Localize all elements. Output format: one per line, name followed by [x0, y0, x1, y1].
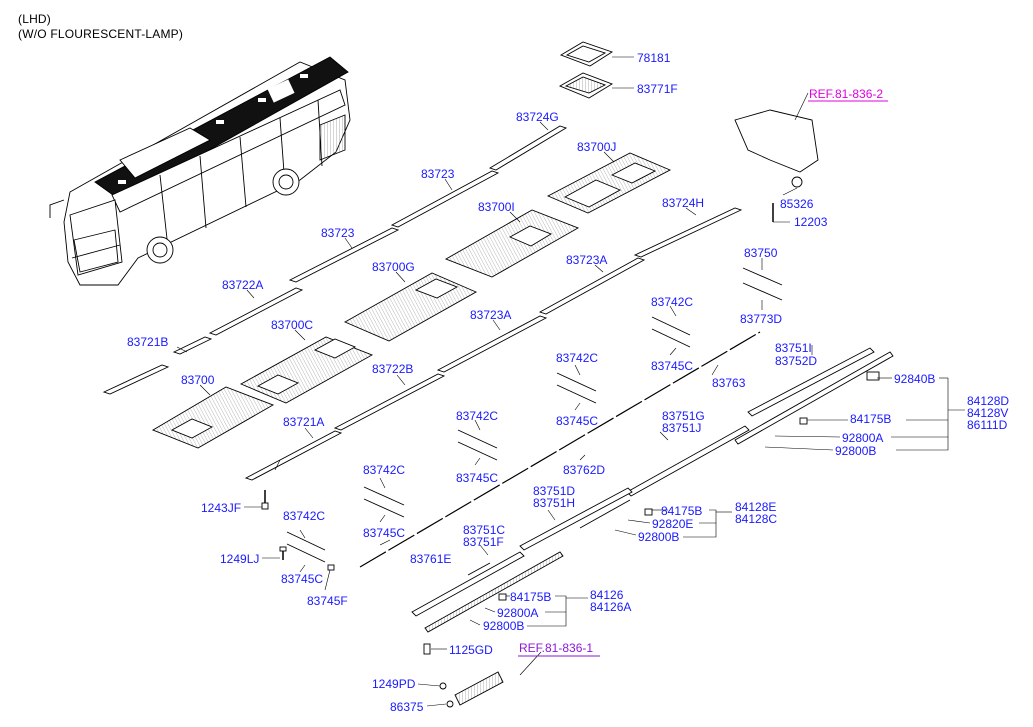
part-label: 83751H — [533, 496, 576, 510]
header-lhd: (LHD) — [18, 12, 51, 26]
part-label: 83724G — [516, 110, 559, 124]
part-label: 83722B — [372, 362, 414, 376]
part-label: 1125GD — [449, 643, 493, 657]
part-label: 83700I — [478, 200, 515, 214]
header-variant: (W/O FLOURESCENT-LAMP) — [18, 27, 184, 41]
part-label: 83742C — [363, 463, 406, 477]
part-label: 92800A — [842, 431, 884, 445]
part-label: 92840B — [894, 372, 936, 386]
part-label: 83721A — [283, 415, 325, 429]
part-label: 83745C — [281, 572, 324, 586]
part-label: 83751C — [463, 523, 506, 537]
part-label: 1249LJ — [220, 552, 260, 566]
part-label: 83745C — [651, 359, 694, 373]
part-label: 83723A — [566, 253, 608, 267]
part-label: 83724H — [662, 196, 705, 210]
part-label: 12203 — [794, 215, 828, 229]
part-label: 83721B — [127, 335, 169, 349]
part-label: 83751G — [662, 409, 705, 423]
part-label: 83762D — [563, 463, 606, 477]
part-label: 84175B — [850, 412, 892, 426]
part-label: 83750 — [744, 246, 778, 260]
part-label: 92800B — [638, 530, 680, 544]
part-label: 83742C — [556, 351, 599, 365]
part-label: 83742C — [456, 409, 499, 423]
part-label: 86111D — [967, 418, 1008, 432]
part-label: 83723 — [421, 167, 455, 181]
part-label: 92820E — [652, 517, 694, 531]
roof-panels — [102, 41, 743, 481]
ref-link-upper[interactable]: REF.81-836-2 — [809, 87, 884, 101]
part-label: 83745C — [556, 414, 599, 428]
part-label: 83771F — [637, 82, 678, 96]
part-label: 78181 — [637, 51, 671, 65]
part-label: 92800B — [483, 619, 525, 633]
part-label: 83742C — [283, 509, 326, 523]
part-label: 83773D — [740, 312, 783, 326]
part-label: 85326 — [780, 197, 814, 211]
part-label: 83751I — [775, 341, 812, 355]
side-strips — [261, 109, 894, 708]
part-label: 83751J — [662, 421, 702, 435]
part-label: 83700 — [181, 373, 215, 387]
part-label: 1243JF — [201, 501, 242, 515]
part-label: 84126A — [590, 600, 632, 614]
part-label: 84128D — [967, 394, 1010, 408]
part-label: 83745C — [456, 471, 499, 485]
leader-lines — [176, 56, 965, 707]
ref-link-lower[interactable]: REF.81-836-1 — [519, 641, 594, 655]
part-label: 83751F — [463, 535, 504, 549]
part-label: 83763 — [712, 376, 746, 390]
bus-illustration — [49, 56, 351, 286]
part-label: 83700C — [271, 318, 314, 332]
part-label: 86375 — [390, 700, 424, 714]
part-label: 84128V — [967, 406, 1009, 420]
part-label: 92800B — [835, 444, 877, 458]
part-label: 83752D — [775, 354, 818, 368]
part-label: 84175B — [510, 590, 552, 604]
part-label: 83722A — [222, 278, 264, 292]
part-label: 83745C — [363, 526, 406, 540]
part-label: 84126 — [590, 588, 624, 602]
part-label: 83751D — [533, 484, 576, 498]
part-label: 83742C — [651, 295, 694, 309]
part-label: 83723A — [470, 308, 512, 322]
part-label: 83723 — [321, 226, 355, 240]
part-label: 83745F — [307, 594, 348, 608]
part-label: 83700J — [577, 140, 617, 154]
part-label: 1249PD — [372, 677, 416, 691]
part-label: 84128C — [735, 512, 778, 526]
part-label: 92800A — [497, 606, 539, 620]
part-label: 84175B — [661, 504, 703, 518]
part-label: 84128E — [735, 500, 777, 514]
part-label: 83700G — [372, 260, 415, 274]
part-label: 83761E — [410, 552, 452, 566]
